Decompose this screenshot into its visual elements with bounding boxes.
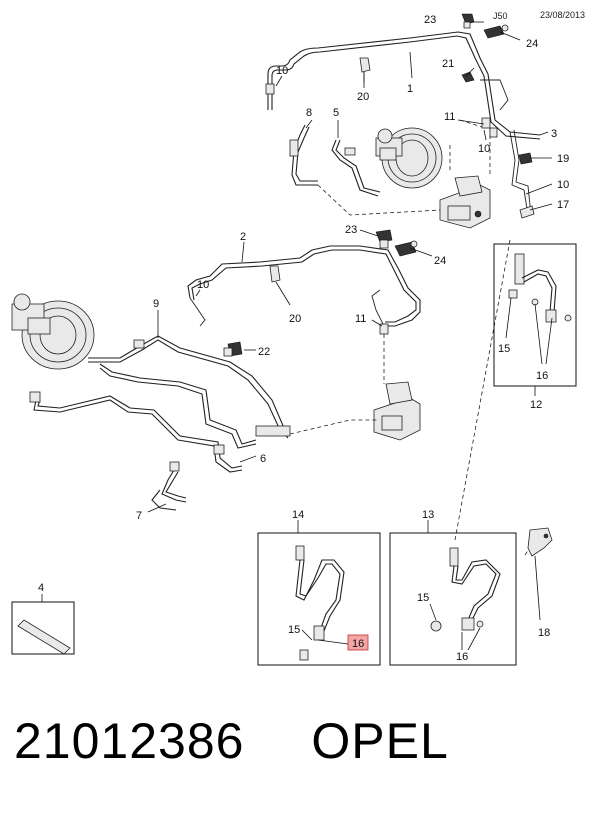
callout-4: 4: [38, 582, 44, 594]
leader-lines: [41, 21, 553, 651]
brand-name: OPEL: [311, 713, 449, 769]
callout-10-right: 10: [557, 179, 569, 191]
header-code: J50: [493, 11, 508, 21]
clip-20-upper: [359, 57, 371, 82]
clip-24-middle: [394, 240, 418, 257]
callout-7: 7: [136, 510, 142, 522]
callout-24-middle: 24: [434, 255, 446, 267]
brake-pipe-6: [29, 391, 243, 473]
callout-5: 5: [333, 107, 339, 119]
fitting-19: [518, 152, 533, 165]
callout-2: 2: [240, 231, 246, 243]
callout-15-box14: 15: [288, 624, 300, 636]
brake-booster-lower: [11, 293, 95, 370]
brake-hose-13: [430, 547, 501, 632]
fitting-17: [519, 205, 535, 219]
callout-10-upper-mid: 10: [478, 143, 490, 155]
callout-8: 8: [306, 107, 312, 119]
callout-14: 14: [292, 509, 304, 521]
callout-3: 3: [551, 128, 557, 140]
brake-hose-12: [508, 253, 572, 323]
callout-11-upper: 11: [444, 111, 455, 123]
part-number: 21012386: [14, 713, 245, 769]
callout-15-box12: 15: [498, 343, 510, 355]
callout-10-upper-left: 10: [276, 65, 288, 77]
brake-pipe-1: [267, 31, 541, 216]
brake-pipe-8: [289, 124, 318, 186]
brake-pipe-5: [331, 139, 381, 197]
bracket-18: [527, 527, 553, 557]
callout-23-middle: 23: [345, 224, 357, 236]
callout-12: 12: [530, 399, 542, 411]
box-12: [493, 243, 577, 387]
nut-10-upper-left: [265, 83, 275, 95]
fitting-21: [461, 71, 475, 83]
sleeve-4: [17, 619, 71, 655]
brake-pipe-7: [151, 461, 187, 511]
callout-24-top: 24: [526, 38, 538, 50]
box-13: [389, 532, 517, 666]
highlight-16: [347, 634, 369, 651]
brake-pipe-9: [88, 335, 291, 449]
callout-11-middle: 11: [355, 313, 366, 325]
callout-1: 1: [407, 83, 413, 95]
callout-20-upper: 20: [357, 91, 369, 103]
callout-16-box13: 16: [456, 651, 468, 663]
callout-21: 21: [442, 58, 454, 70]
abs-module-upper: [439, 175, 491, 229]
callout-15-box13: 15: [417, 592, 429, 604]
callout-19: 19: [557, 153, 569, 165]
callout-6: 6: [260, 453, 266, 465]
brake-hose-14: [295, 545, 345, 661]
callout-18: 18: [538, 627, 550, 639]
clip-20-middle: [269, 265, 291, 306]
callout-9: 9: [153, 298, 159, 310]
clip-23-middle: [375, 229, 393, 249]
callout-16-box14: 16: [352, 638, 364, 650]
clip-24-upper: [483, 24, 509, 39]
abs-module-lower: [373, 381, 421, 441]
brake-pipe-2: [187, 245, 421, 327]
footer-caption: 21012386 OPEL: [14, 712, 594, 792]
callout-22: 22: [258, 346, 270, 358]
box-14: [257, 532, 381, 666]
callout-13: 13: [422, 509, 434, 521]
clip-22: [223, 341, 243, 357]
callout-10-middle: 10: [197, 279, 209, 291]
callout-23-top: 23: [424, 14, 436, 26]
header-date: 23/08/2013: [540, 10, 585, 20]
callout-17: 17: [557, 199, 569, 211]
brake-booster-upper: [375, 127, 443, 189]
callout-16-box12: 16: [536, 370, 548, 382]
box-4: [11, 601, 75, 655]
callout-20-middle: 20: [289, 313, 301, 325]
clip-23-upper: [461, 13, 475, 29]
nut-11-upper: [481, 117, 498, 138]
